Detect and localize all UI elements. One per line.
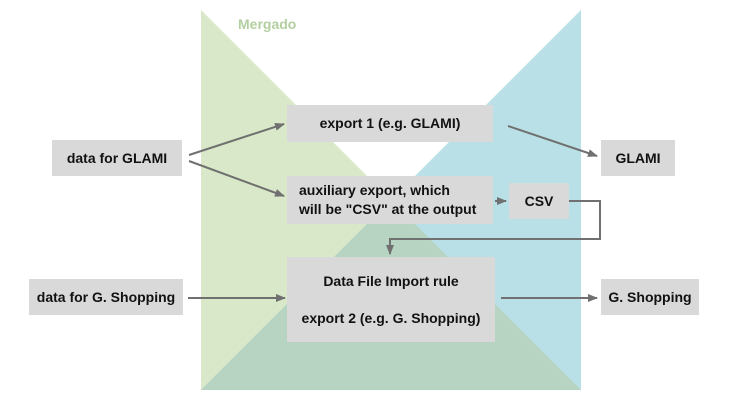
arrow-export1-to-glami — [507, 125, 598, 157]
arrow-csv-to-import-rule — [386, 200, 601, 255]
node-label-line2: will be "CSV" at the output — [299, 201, 477, 217]
node-data-for-glami: data for GLAMI — [52, 140, 182, 176]
node-label: data for GLAMI — [66, 149, 168, 166]
brand-label: Mergado — [238, 16, 297, 32]
node-data-for-g-shopping: data for G. Shopping — [29, 279, 183, 315]
node-title: Data File Import rule — [323, 272, 459, 289]
node-glami: GLAMI — [601, 140, 675, 176]
node-data-file-import-rule: Data File Import rule export 2 (e.g. G. … — [287, 257, 495, 342]
node-label: export 1 (e.g. GLAMI) — [319, 115, 461, 131]
node-label: GLAMI — [615, 149, 661, 166]
node-export1: export 1 (e.g. GLAMI) — [287, 105, 493, 142]
arrow-data-glami-to-aux-export — [188, 160, 285, 197]
node-label: data for G. Shopping — [36, 288, 176, 305]
node-label: G. Shopping — [608, 288, 692, 305]
arrow-data-glami-to-export1 — [188, 122, 285, 156]
node-subtitle: export 2 (e.g. G. Shopping) — [301, 309, 481, 326]
node-g-shopping: G. Shopping — [601, 279, 699, 315]
node-label-line1: auxiliary export, which — [299, 182, 450, 198]
node-label: CSV — [524, 192, 554, 209]
node-csv: CSV — [509, 183, 569, 219]
node-auxiliary-export: auxiliary export, which will be "CSV" at… — [287, 176, 493, 224]
